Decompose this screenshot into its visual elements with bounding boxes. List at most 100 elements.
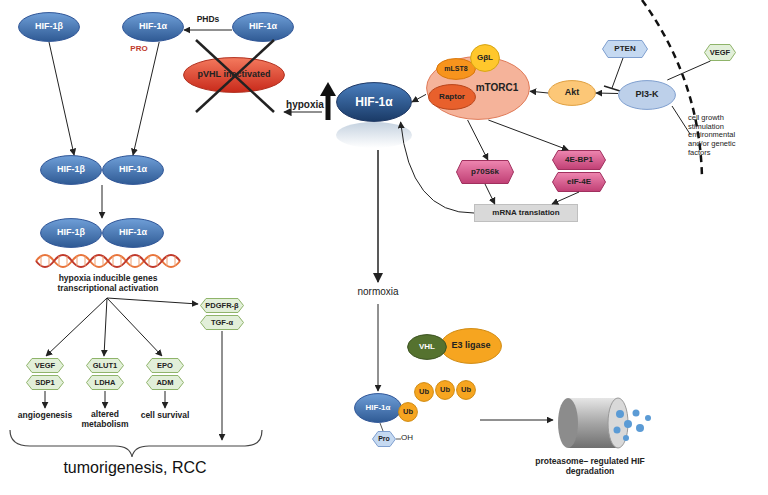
gene-hexagon: EPO — [146, 358, 184, 373]
ubiquitin-circle-outline — [457, 381, 476, 400]
peptide-dot — [614, 427, 621, 434]
outcome-arrow — [45, 391, 46, 408]
vegf-hexagon-outline — [705, 45, 736, 61]
inhibition-line — [612, 58, 623, 88]
node-text: Ub — [440, 386, 450, 394]
peptide-dot — [633, 410, 640, 417]
raptor-ellipse: Raptor — [428, 84, 476, 110]
node-text: Ub — [403, 408, 413, 416]
dna-rungs — [41, 256, 175, 266]
pro-hexagon-outline — [373, 432, 396, 447]
outcome-arrow — [165, 391, 166, 408]
node-text: HIF-1α — [119, 228, 147, 237]
vhl-ellipse-outline — [408, 335, 447, 360]
node-text: HIF-1β — [57, 228, 85, 237]
curly-bracket — [10, 430, 262, 457]
peptide-dot — [645, 415, 651, 421]
node-text: E3 ligase — [451, 341, 490, 350]
node-text: HIF-1α — [119, 165, 147, 174]
cross-out — [196, 40, 274, 112]
hif-subunit-outline — [19, 13, 80, 42]
pvhl-ellipse: pVHL inactivated — [183, 57, 285, 93]
increase-arrowhead — [320, 82, 336, 96]
node-text: VEGF — [35, 362, 55, 370]
pi3k-ellipse: PI3-K — [618, 80, 676, 110]
text-label: proteasome– regulated HIF degradation — [532, 457, 648, 477]
gbl-circle-outline — [471, 45, 500, 72]
node-text: pVHL inactivated — [198, 70, 271, 79]
pi3k-ellipse-outline — [619, 81, 676, 110]
hif-main: HIF-1α — [336, 82, 412, 122]
gene-arrow — [107, 298, 198, 304]
ubiquitin-circle: Ub — [435, 380, 455, 400]
hif-subunit: HIF-1α — [232, 12, 294, 42]
gene-hexagon: SDP1 — [26, 375, 64, 390]
vegf-hexagon: VEGF — [704, 44, 736, 61]
node-text: EPO — [157, 362, 173, 370]
connector-arrow — [49, 42, 74, 155]
node-text: Raptor — [439, 93, 465, 101]
text-label: hypoxia — [284, 99, 326, 111]
hif-subunit-outline — [41, 219, 102, 248]
ubiquitin-circle: Ub — [398, 402, 418, 422]
node-text: SDP1 — [35, 379, 55, 387]
node-text: HIF-1α — [355, 96, 392, 109]
hif-subunit-outline — [103, 219, 164, 248]
hif-subunit: HIF-1α — [122, 12, 184, 42]
node-text: HIF-1β — [57, 165, 85, 174]
node-text: eIF-4E — [567, 178, 591, 186]
node-text: PDGFR-β — [205, 302, 238, 310]
node-text: p70S6k — [471, 168, 499, 176]
peptide-dot — [616, 410, 624, 418]
peptide-dot — [636, 424, 644, 432]
node-text: VHL — [419, 343, 435, 351]
node-text: Ub — [419, 388, 429, 396]
connector-arrow — [133, 42, 159, 155]
text-label: PHDs — [188, 15, 228, 25]
node-text: PI3-K — [635, 90, 658, 99]
hif-reflection — [336, 122, 412, 148]
gene-hexagon: GLUT1 — [86, 358, 124, 373]
hif-subunit: HIF-1β — [40, 155, 102, 185]
hif-subunit-outline — [103, 156, 164, 185]
mlst8-ellipse-outline — [437, 59, 476, 80]
node-text: TGF-α — [211, 319, 233, 327]
hif-subunit: HIF-1β — [40, 218, 102, 248]
node-text: Ub — [461, 386, 471, 394]
degradation-arrow — [480, 420, 553, 421]
connector-arrow — [667, 61, 710, 80]
node-text: Pro — [378, 435, 390, 442]
e3-ligase-ellipse-outline — [441, 329, 502, 364]
connector-arrow — [488, 120, 568, 150]
gene-hexagon: LDHA — [86, 375, 124, 390]
e3-ligase-ellipse: E3 ligase — [440, 328, 502, 364]
factor-hexagon: eIF-4E — [552, 172, 606, 192]
residue-link — [380, 423, 383, 431]
node-text: GLUT1 — [93, 362, 118, 370]
gene-hexagon-outline — [87, 376, 124, 390]
pro-hexagon: Pro — [372, 431, 396, 447]
node-text: PTEN — [614, 45, 635, 53]
ubiquitin-circle-outline — [399, 403, 418, 422]
text-label: hypoxia inducible genes transcriptional … — [28, 274, 188, 294]
hif-subunit-outline — [233, 13, 294, 42]
hif-subunit: HIF-1β — [18, 12, 80, 42]
kinase-hexagon: p70S6k — [456, 160, 514, 184]
increase-arrow — [326, 94, 331, 120]
mrna-box: mRNA translation — [474, 204, 578, 222]
peptide-dot — [624, 420, 632, 428]
node-text: HIF-1β — [35, 22, 63, 31]
pvhl-ellipse-outline — [184, 58, 285, 93]
node-text: HIF-1α — [249, 22, 277, 31]
text-label: cell growth stimulation environmental an… — [688, 114, 754, 157]
node-text: mTORC1 — [476, 83, 519, 94]
hif-subunit: HIF-1α — [354, 393, 402, 423]
gene-hexagon: ADM — [146, 375, 184, 390]
pten-hexagon: PTEN — [602, 40, 648, 58]
text-label: angiogenesis — [13, 411, 77, 421]
gene-hexagon: TGF-α — [200, 315, 244, 330]
leader-line — [672, 106, 690, 134]
hif-subunit-outline — [355, 394, 402, 423]
connector-arrow — [184, 30, 232, 31]
node-text: 4E-BP1 — [565, 156, 593, 164]
